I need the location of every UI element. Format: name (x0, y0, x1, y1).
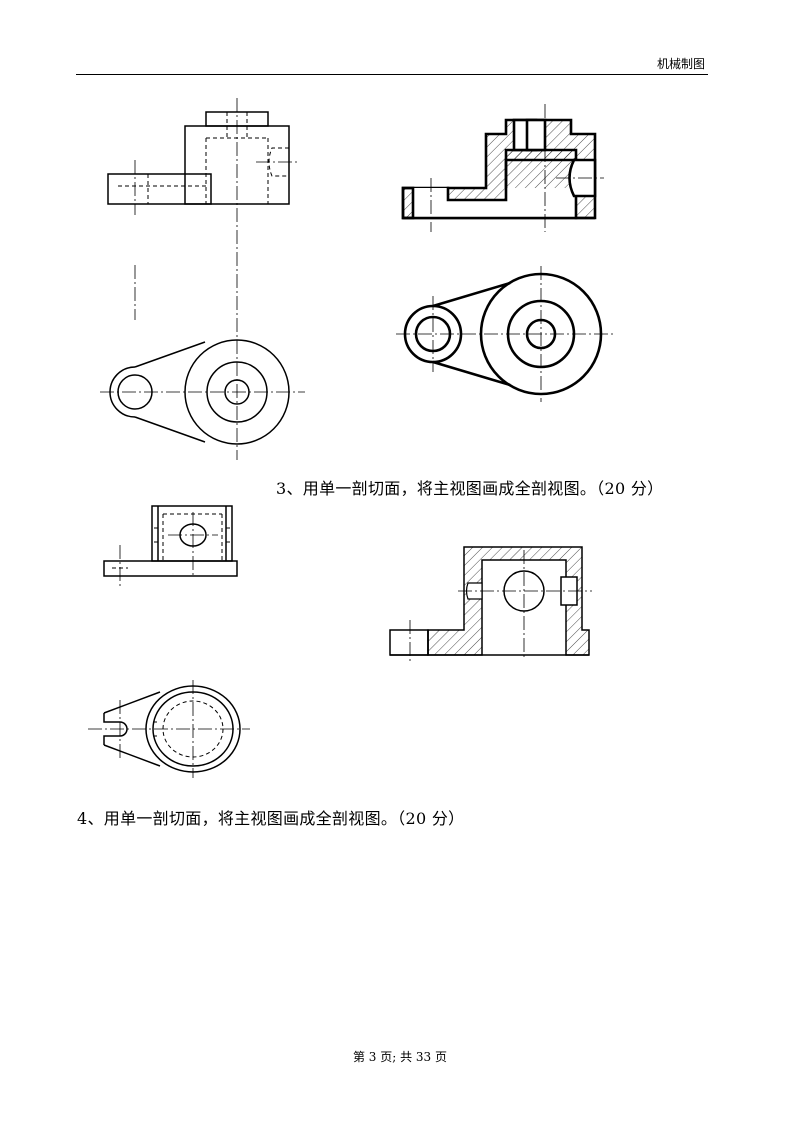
question-4-text: 4、用单一剖切面，将主视图画成全剖视图。（20 分） (77, 809, 465, 828)
header-title: 机械制图 (656, 57, 705, 71)
header-rule (76, 74, 708, 75)
page-footer: 第 3 页; 共 33 页 (352, 1050, 448, 1064)
question-3-text: 3、用单一剖切面，将主视图画成全剖视图。（20 分） (276, 479, 664, 498)
